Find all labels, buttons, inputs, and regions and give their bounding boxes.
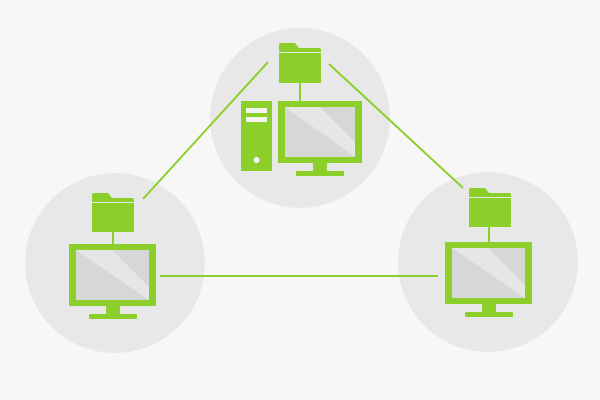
connection-top-right — [328, 63, 464, 189]
folder-icon — [92, 193, 134, 232]
monitor-icon — [445, 242, 532, 317]
connection-left-top — [142, 61, 269, 200]
node-top — [241, 43, 362, 176]
monitor-icon — [278, 101, 362, 176]
folder-icon — [279, 43, 321, 83]
folder-icon — [469, 188, 511, 227]
node-right — [445, 188, 532, 317]
node-left — [69, 193, 156, 319]
tower-icon — [241, 101, 272, 171]
monitor-icon — [69, 244, 156, 319]
